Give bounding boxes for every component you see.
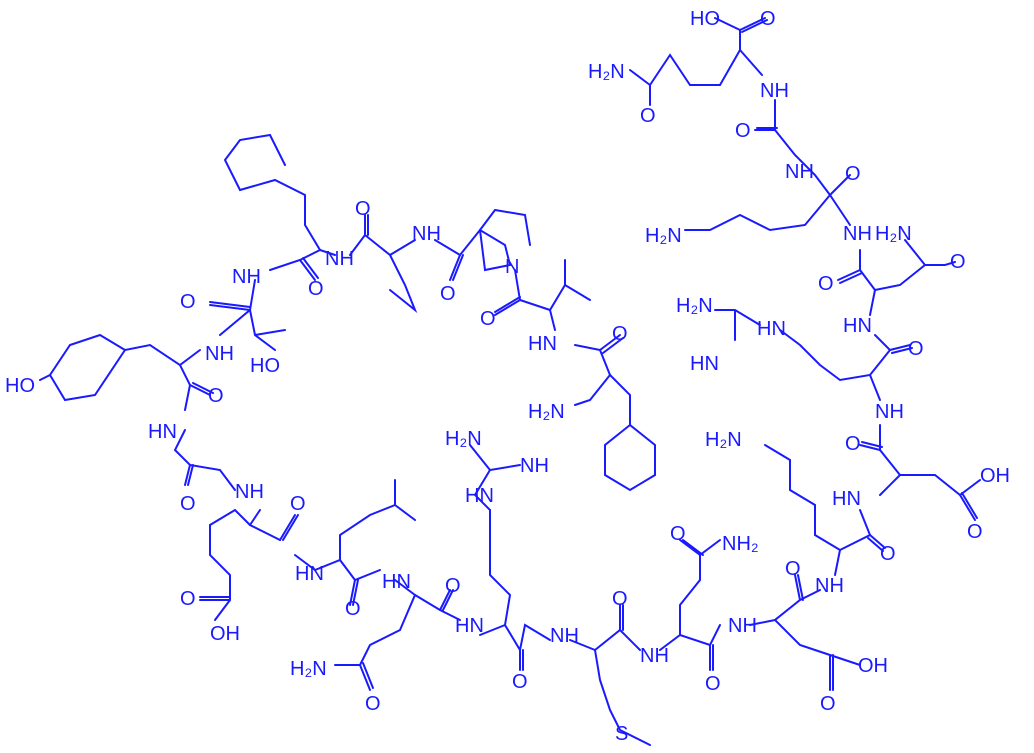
atom-label: O <box>180 291 196 313</box>
atom-label: O <box>785 558 801 580</box>
atom-label: NH <box>550 625 579 647</box>
atom-label: O <box>880 543 896 565</box>
atom-label: O <box>345 598 361 620</box>
atom-label: O <box>180 493 196 515</box>
atom-label: H₂N <box>528 401 565 423</box>
atom-label: O <box>908 338 924 360</box>
atom-label: OH <box>858 655 888 677</box>
atom-label: O <box>440 283 456 305</box>
atom-label: N <box>505 256 519 278</box>
atom-label: H₂N <box>445 428 482 450</box>
atom-label: NH <box>785 161 814 183</box>
atom-label: O <box>670 523 686 545</box>
atom-label: NH <box>815 575 844 597</box>
atom-label: H₂N <box>290 658 327 680</box>
atom-label: O <box>818 273 834 295</box>
atom-label: O <box>355 198 371 220</box>
atom-label: O <box>820 693 836 715</box>
atom-label: H₂N <box>676 295 713 317</box>
atom-label: NH <box>325 248 354 270</box>
atom-label: O <box>512 671 528 693</box>
atom-label: S <box>615 723 628 745</box>
atom-labels: HO O H₂N O NH O NH O H₂N NH H₂N O O HN H… <box>5 8 1010 745</box>
atom-label: O <box>640 105 656 127</box>
atom-label: NH <box>232 266 261 288</box>
atom-label: NH <box>412 223 441 245</box>
atom-label: HN <box>455 615 484 637</box>
atom-label: HO <box>5 375 35 397</box>
atom-label: O <box>612 323 628 345</box>
bonds <box>39 17 981 746</box>
atom-label: O <box>967 521 983 543</box>
atom-label: HO <box>690 8 720 30</box>
atom-label: HN <box>690 353 719 375</box>
atom-label: O <box>365 693 381 715</box>
atom-label: H₂N <box>645 225 682 247</box>
atom-label: HN <box>465 485 494 507</box>
atom-label: HN <box>382 571 411 593</box>
atom-label: NH <box>843 223 872 245</box>
atom-label: O <box>290 493 306 515</box>
atom-label: NH <box>640 645 669 667</box>
atom-label: NH <box>235 481 264 503</box>
atom-label: OH <box>980 465 1010 487</box>
atom-label: HN <box>832 488 861 510</box>
atom-label: HN <box>295 563 324 585</box>
atom-label: O <box>845 163 861 185</box>
atom-label: NH <box>205 343 234 365</box>
atom-label: NH₂ <box>722 533 759 555</box>
atom-label: O <box>445 575 461 597</box>
atom-label: O <box>612 588 628 610</box>
atom-label: O <box>950 251 966 273</box>
atom-label: NH <box>760 80 789 102</box>
atom-label: O <box>705 673 721 695</box>
atom-label: H₂N <box>588 61 625 83</box>
atom-label: HN <box>528 333 557 355</box>
atom-label: O <box>180 588 196 610</box>
atom-label: HN <box>148 421 177 443</box>
atom-label: O <box>208 385 224 407</box>
atom-label: NH <box>875 401 904 423</box>
atom-label: NH <box>520 455 549 477</box>
atom-label: HN <box>843 315 872 337</box>
atom-label: O <box>760 8 776 30</box>
atom-label: OH <box>210 623 240 645</box>
atom-label: O <box>845 433 861 455</box>
atom-label: H₂N <box>875 223 912 245</box>
atom-label: NH <box>728 615 757 637</box>
atom-label: H₂N <box>705 429 742 451</box>
atom-label: HN <box>757 318 786 340</box>
atom-label: O <box>735 120 751 142</box>
atom-label: O <box>480 308 496 330</box>
atom-label: O <box>308 278 324 300</box>
atom-label: HO <box>250 355 280 377</box>
